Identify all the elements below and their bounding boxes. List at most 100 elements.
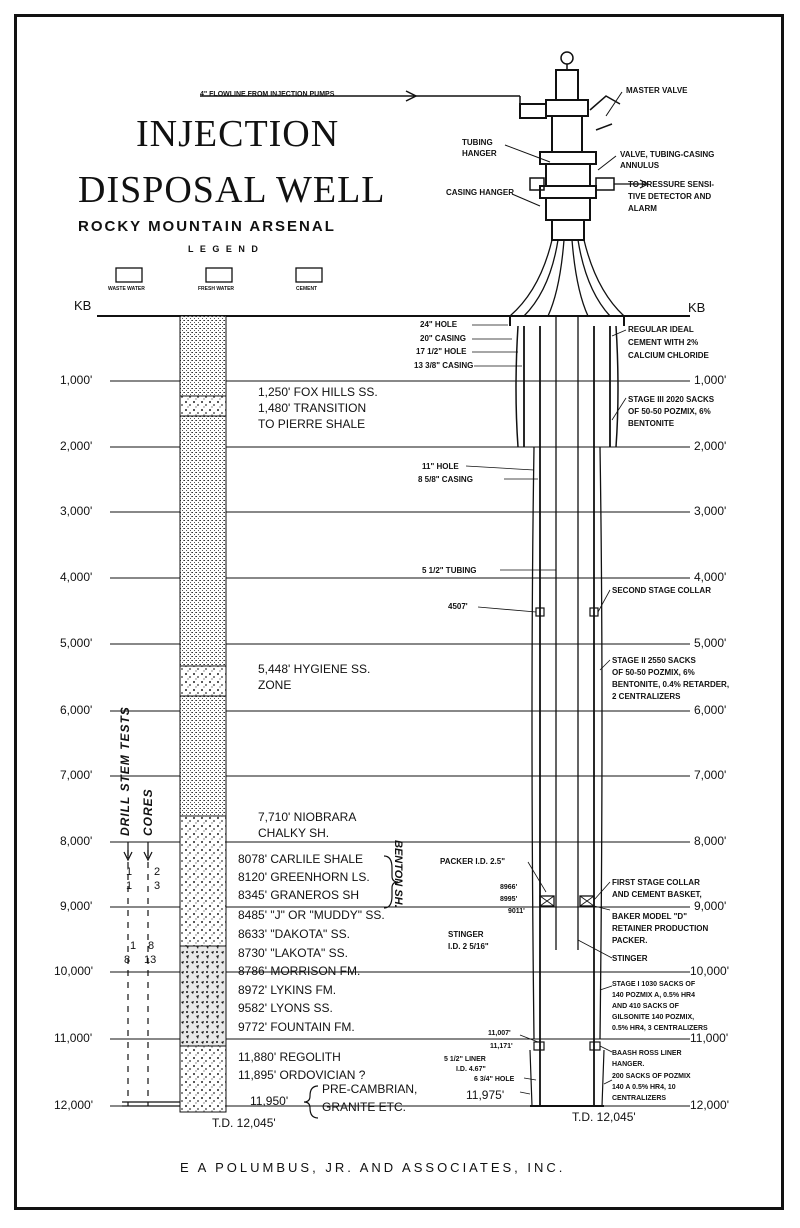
well-label-left: 4507' <box>448 602 468 611</box>
well-label-left: 6 3/4" HOLE <box>474 1076 515 1083</box>
formation-label: 1,250' FOX HILLS SS. <box>258 385 378 399</box>
precambrian-bracket <box>303 1085 319 1119</box>
formation-label: 8120' GREENHORN LS. <box>238 870 370 884</box>
well-label-right: 140 A 0.5% HR4, 10 <box>612 1084 676 1091</box>
well-label-right: HANGER. <box>612 1061 645 1068</box>
lithology-column <box>179 315 227 1113</box>
depth-label-right: 9,000' <box>694 899 727 913</box>
well-label-left: 20" CASING <box>420 334 467 343</box>
well-label-right: CENTRALIZERS <box>612 1095 667 1102</box>
formation-label: 1,480' TRANSITION <box>258 401 367 415</box>
well-label-right: OF 50-50 POZMIX, 6% <box>628 407 711 416</box>
well-label-right: BAKER MODEL "D" <box>612 912 687 921</box>
depth-label-left: 10,000' <box>54 964 93 978</box>
legend-title: L E G E N D <box>188 244 260 254</box>
formation-label: T.D. 12,045' <box>212 1116 276 1130</box>
benton-bracket <box>383 855 399 909</box>
formation-label: 9772' FOUNTAIN FM. <box>238 1020 355 1034</box>
test-number: 2 <box>154 866 161 878</box>
well-label-left: 24" HOLE <box>420 320 458 329</box>
test-number: 8 <box>148 940 155 952</box>
depth-label-left: 7,000' <box>60 768 93 782</box>
cores-label: CORES <box>141 788 155 836</box>
formation-label: PRE-CAMBRIAN, <box>322 1082 418 1096</box>
formation-label: 5,448' HYGIENE SS. <box>258 662 371 676</box>
well-label-right: RETAINER PRODUCTION <box>612 924 709 933</box>
test-number: 8 <box>124 954 131 966</box>
test-number: 1 <box>126 866 133 878</box>
well-label-left: 17 1/2" HOLE <box>416 347 467 356</box>
well-label-right: PACKER. <box>612 936 648 945</box>
valve-annulus-label-2: ANNULUS <box>620 161 660 170</box>
test-number: 13 <box>144 954 157 966</box>
well-label-left: 11,171' <box>490 1043 513 1050</box>
well-label-right: CALCIUM CHLORIDE <box>628 351 709 360</box>
well-label-right: GILSONITE 140 POZMIX, <box>612 1014 695 1021</box>
depth-label-right: 12,000' <box>690 1098 729 1112</box>
well-label-left: STINGER <box>448 930 484 939</box>
well-schematic <box>200 51 690 1107</box>
depth-label-left: 4,000' <box>60 570 93 584</box>
well-label-left: I.D. 2 5/16" <box>448 942 489 951</box>
well-label-left: 8995' <box>500 896 518 903</box>
well-label-left: I.D. 4.67" <box>456 1066 486 1073</box>
tubing-hanger-label-2: HANGER <box>462 149 497 158</box>
formation-label: 11,880' REGOLITH <box>238 1050 341 1064</box>
pressure-label-3: ALARM <box>628 204 657 213</box>
well-label-right: 200 SACKS OF POZMIX <box>612 1073 691 1080</box>
pressure-label-2: TIVE DETECTOR AND <box>628 192 712 201</box>
formation-label: TO PIERRE SHALE <box>258 417 366 431</box>
depth-label-right: 10,000' <box>690 964 729 978</box>
well-label-right: STAGE II 2550 SACKS <box>612 656 696 665</box>
well-label-right: STAGE III 2020 SACKS <box>628 395 715 404</box>
well-label-right: STINGER <box>612 954 648 963</box>
well-label-right: BAASH ROSS LINER <box>612 1050 682 1057</box>
page-border <box>14 14 784 1210</box>
well-label-right: 2 CENTRALIZERS <box>612 692 681 701</box>
well-label-right: 140 POZMIX A, 0.5% HR4 <box>612 992 695 999</box>
well-label-left: 11,007' <box>488 1030 511 1037</box>
well-label-left: 11" HOLE <box>422 462 459 471</box>
well-label-right: AND CEMENT BASKET, <box>612 890 702 899</box>
depth-label-left: 11,000' <box>54 1031 93 1045</box>
formation-label: 8730' "LAKOTA" SS. <box>238 946 348 960</box>
flowline-label: 4" FLOWLINE FROM INJECTION PUMPS <box>200 91 335 98</box>
depth-label-right: 8,000' <box>694 834 727 848</box>
well-label-left: 11,975' <box>466 1088 505 1102</box>
formation-label: GRANITE ETC. <box>322 1100 407 1114</box>
depth-label-right: 11,000' <box>690 1031 729 1045</box>
depth-label-left: 8,000' <box>60 834 93 848</box>
well-label-right: AND 410 SACKS OF <box>612 1003 679 1010</box>
depth-label-left: 12,000' <box>54 1098 93 1112</box>
footer-credit: E A POLUMBUS, JR. AND ASSOCIATES, INC. <box>180 1160 566 1175</box>
casing-hanger-label: CASING HANGER <box>446 188 515 197</box>
benton-label: BENTON SH. <box>392 840 404 908</box>
kb-left: KB <box>74 298 92 313</box>
well-label-right: STAGE I 1030 SACKS OF <box>612 981 696 988</box>
title-line-1: INJECTION <box>136 113 340 155</box>
formation-label: ZONE <box>258 678 292 692</box>
depth-label-left: 5,000' <box>60 636 93 650</box>
formation-label: 8786' MORRISON FM. <box>238 964 361 978</box>
formation-label: 9582' LYONS SS. <box>238 1001 333 1015</box>
well-label-left: 8 5/8" CASING <box>418 475 473 484</box>
depth-label-right: 7,000' <box>694 768 727 782</box>
title-line-2: DISPOSAL WELL <box>78 169 386 211</box>
legend-waste-water: WASTE WATER <box>108 286 145 292</box>
well-label-right: FIRST STAGE COLLAR <box>612 878 700 887</box>
well-label-right: OF 50-50 POZMIX, 6% <box>612 668 695 677</box>
well-label-right: CEMENT WITH 2% <box>628 338 699 347</box>
well-label-right: SECOND STAGE COLLAR <box>612 586 711 595</box>
formation-label: 11,895' ORDOVICIAN ? <box>238 1068 366 1082</box>
depth-label-left: 9,000' <box>60 899 93 913</box>
formation-label: 8972' LYKINS FM. <box>238 983 337 997</box>
depth-label-left: 3,000' <box>60 504 93 518</box>
test-arrows <box>122 842 180 1107</box>
formation-label: 8345' GRANEROS SH <box>238 888 360 902</box>
well-label-left: 9011' <box>508 908 525 915</box>
formation-label: 8485' "J" OR "MUDDY" SS. <box>238 908 385 922</box>
depth-label-right: 5,000' <box>694 636 727 650</box>
formation-label: 7,710' NIOBRARA <box>258 810 357 824</box>
depth-label-right: 6,000' <box>694 703 727 717</box>
